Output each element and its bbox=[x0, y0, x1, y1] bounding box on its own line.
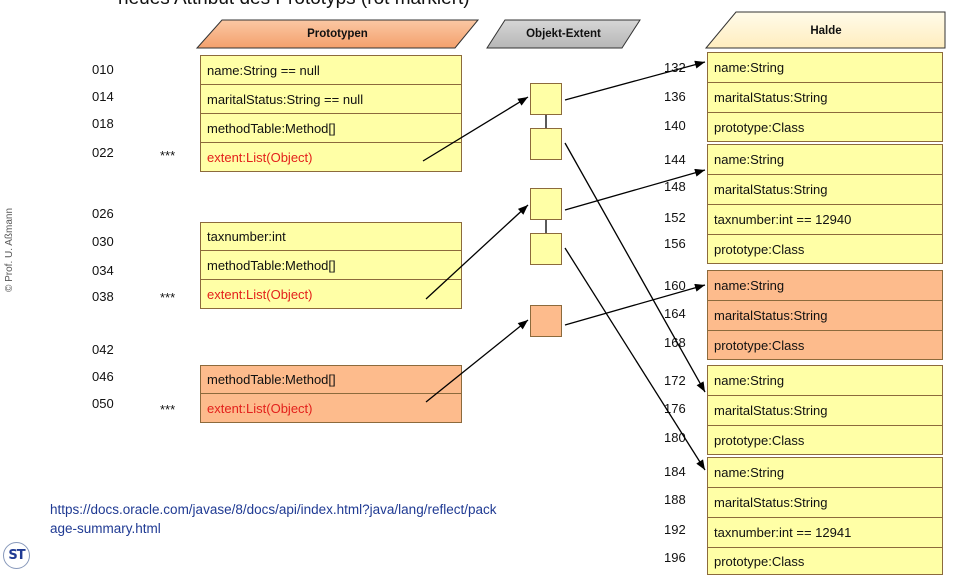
prototype-address: 050 bbox=[92, 396, 114, 411]
heap-address: 152 bbox=[664, 210, 686, 225]
heap-header-shape bbox=[704, 11, 946, 49]
prototype-field: taxnumber:int bbox=[200, 222, 462, 251]
copyright-notice: © Prof. U. Aßmann bbox=[4, 207, 15, 293]
extent-slot bbox=[530, 128, 562, 160]
new-attribute-marker: *** bbox=[160, 290, 176, 305]
heap-field: name:String bbox=[707, 270, 943, 301]
prototype-extent-field: extent:List(Object) bbox=[200, 142, 462, 172]
heap-address: 168 bbox=[664, 335, 686, 350]
doc-link-line1[interactable]: https://docs.oracle.com/javase/8/docs/ap… bbox=[50, 502, 497, 517]
prototype-address: 034 bbox=[92, 263, 114, 278]
extent-header: Objekt-Extent bbox=[526, 28, 601, 40]
heap-field: maritalStatus:String bbox=[707, 300, 943, 331]
prototype-field: methodTable:Method[] bbox=[200, 113, 462, 143]
heap-address: 176 bbox=[664, 401, 686, 416]
extent-header-shape bbox=[486, 19, 641, 49]
prototype-address: 038 bbox=[92, 289, 114, 304]
prototype-address: 030 bbox=[92, 234, 114, 249]
heap-field: maritalStatus:String bbox=[707, 395, 943, 426]
prototype-address: 026 bbox=[92, 206, 114, 221]
heap-field: prototype:Class bbox=[707, 112, 943, 142]
heap-address: 172 bbox=[664, 373, 686, 388]
new-attribute-marker: *** bbox=[160, 402, 176, 417]
extent-slot bbox=[530, 188, 562, 220]
st-logo: ST bbox=[3, 542, 30, 569]
heap-address: 136 bbox=[664, 89, 686, 104]
prototype-field: methodTable:Method[] bbox=[200, 250, 462, 280]
caption-clip: neues Attribut des Prototyps (rot markie… bbox=[0, 0, 956, 10]
heap-address: 160 bbox=[664, 278, 686, 293]
heap-field: taxnumber:int == 12940 bbox=[707, 204, 943, 235]
column-headers bbox=[195, 11, 946, 49]
heap-address: 188 bbox=[664, 492, 686, 507]
heap-field: maritalStatus:String bbox=[707, 174, 943, 205]
heap-field: prototype:Class bbox=[707, 234, 943, 264]
heap-field: maritalStatus:String bbox=[707, 487, 943, 518]
prototype-address: 022 bbox=[92, 145, 114, 160]
extent-slot bbox=[530, 233, 562, 265]
doc-link-line2[interactable]: age-summary.html bbox=[50, 521, 161, 536]
heap-field: name:String bbox=[707, 457, 943, 488]
prototype-extent-field: extent:List(Object) bbox=[200, 393, 462, 423]
prototype-field: maritalStatus:String == null bbox=[200, 84, 462, 114]
prototype-address: 010 bbox=[92, 62, 114, 77]
heap-address: 140 bbox=[664, 118, 686, 133]
extent-slot bbox=[530, 83, 562, 115]
doc-link[interactable]: https://docs.oracle.com/javase/8/docs/ap… bbox=[50, 500, 496, 538]
prototype-field: name:String == null bbox=[200, 55, 462, 85]
heap-field: maritalStatus:String bbox=[707, 82, 943, 113]
slide-caption: neues Attribut des Prototyps (rot markie… bbox=[118, 0, 470, 8]
prototype-address: 042 bbox=[92, 342, 114, 357]
heap-address: 156 bbox=[664, 236, 686, 251]
heap-header: Halde bbox=[810, 25, 842, 37]
heap-field: prototype:Class bbox=[707, 425, 943, 455]
heap-address: 180 bbox=[664, 430, 686, 445]
prototypes-header-shape bbox=[195, 19, 480, 49]
heap-field: name:String bbox=[707, 365, 943, 396]
heap-field: taxnumber:int == 12941 bbox=[707, 517, 943, 548]
prototype-address: 018 bbox=[92, 116, 114, 131]
heap-field: name:String bbox=[707, 144, 943, 175]
heap-address: 196 bbox=[664, 550, 686, 565]
prototype-field: methodTable:Method[] bbox=[200, 365, 462, 394]
heap-address: 132 bbox=[664, 60, 686, 75]
prototype-extent-field: extent:List(Object) bbox=[200, 279, 462, 309]
prototype-address: 014 bbox=[92, 89, 114, 104]
heap-field: prototype:Class bbox=[707, 547, 943, 575]
new-attribute-marker: *** bbox=[160, 148, 176, 163]
heap-address: 184 bbox=[664, 464, 686, 479]
heap-address: 144 bbox=[664, 152, 686, 167]
prototype-address: 046 bbox=[92, 369, 114, 384]
prototypes-header: Prototypen bbox=[307, 28, 368, 40]
heap-field: name:String bbox=[707, 52, 943, 83]
extent-slot bbox=[530, 305, 562, 337]
heap-address: 164 bbox=[664, 306, 686, 321]
heap-address: 192 bbox=[664, 522, 686, 537]
heap-field: prototype:Class bbox=[707, 330, 943, 360]
heap-address: 148 bbox=[664, 179, 686, 194]
